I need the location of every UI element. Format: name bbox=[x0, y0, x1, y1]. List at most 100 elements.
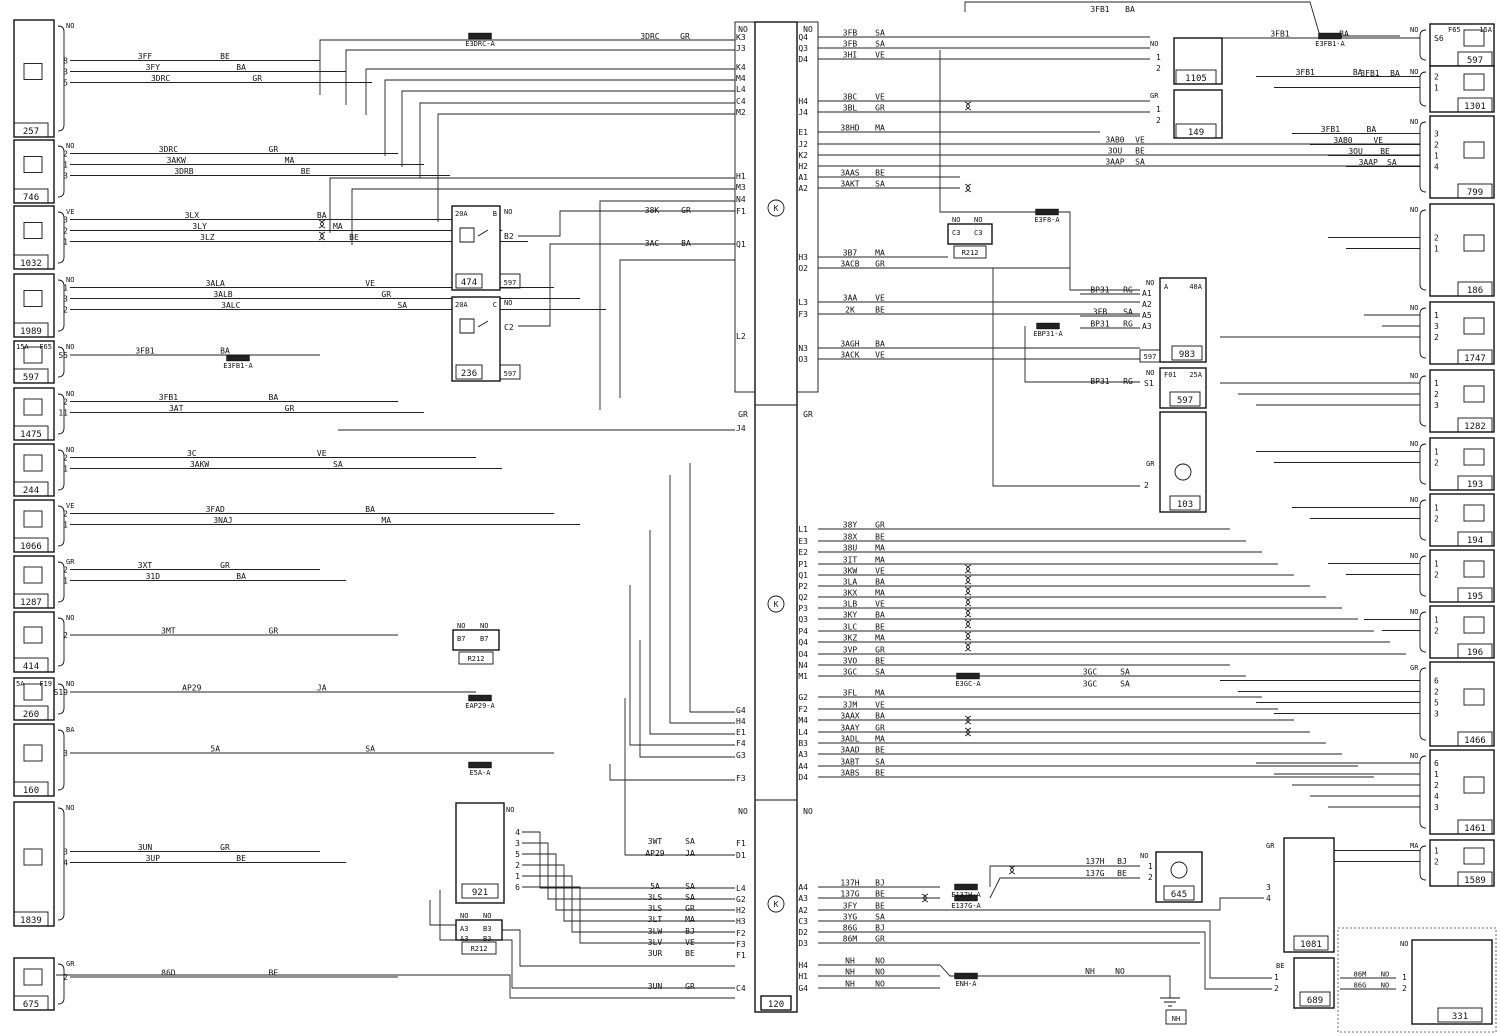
pin-number: 2 bbox=[1434, 234, 1439, 243]
component-id-box bbox=[13, 122, 49, 138]
connector-color: GR bbox=[66, 960, 75, 968]
connector-housing bbox=[57, 729, 65, 791]
component-id: 1081 bbox=[1300, 940, 1322, 950]
component-symbol bbox=[23, 968, 43, 986]
ecu-pin-right: P1 bbox=[798, 560, 808, 569]
component-id-box bbox=[1457, 731, 1493, 747]
wire-137H bbox=[989, 865, 1140, 887]
wire-code: 3C bbox=[187, 449, 197, 458]
wire-code: 3FB1 bbox=[159, 393, 178, 402]
r212-pin: B3 bbox=[483, 925, 491, 933]
wire-color: BE bbox=[875, 533, 885, 542]
component-id: 414 bbox=[23, 662, 39, 672]
ecu-120-id-box bbox=[760, 995, 792, 1011]
fuse-number: F65 bbox=[39, 343, 52, 351]
wire-color: BA bbox=[875, 611, 885, 620]
relay-symbol bbox=[459, 318, 489, 334]
routing-wire bbox=[609, 764, 735, 781]
twisted-pair-marker bbox=[318, 231, 326, 241]
pin-number: 1 bbox=[1434, 152, 1439, 161]
wire-code: 3ACB bbox=[840, 260, 859, 269]
component-597 bbox=[1429, 23, 1495, 67]
wire-color: SA bbox=[1135, 158, 1145, 167]
ground-id: NH bbox=[1172, 1015, 1180, 1023]
connector-color: GR bbox=[66, 558, 75, 566]
component-id-box bbox=[1457, 643, 1493, 659]
component-746 bbox=[13, 139, 55, 204]
wire-color: MA bbox=[875, 689, 885, 698]
wire-code: 3ADL bbox=[840, 735, 859, 744]
ecu-pin-right: L1 bbox=[798, 525, 808, 534]
component-id-box bbox=[13, 254, 49, 270]
connector-housing bbox=[57, 346, 65, 378]
component-symbol bbox=[23, 398, 43, 416]
wire-color: BE bbox=[1117, 869, 1127, 878]
pin-number: 2 bbox=[1434, 688, 1439, 697]
pin-number: 1 bbox=[1434, 84, 1439, 93]
wire-color: NO bbox=[875, 968, 885, 977]
connector-color: GR bbox=[1146, 460, 1155, 468]
wire-color: SA bbox=[397, 301, 407, 310]
ecu-k-letter: K bbox=[774, 204, 779, 213]
wire-code: 3LC bbox=[843, 623, 858, 632]
r212-connector bbox=[455, 919, 503, 941]
ecu-pin-left: D1 bbox=[736, 851, 746, 860]
ecu-pin-right: P3 bbox=[798, 604, 808, 613]
pin-number: 3 bbox=[1434, 401, 1439, 410]
component-257 bbox=[13, 19, 55, 138]
relay-rating: 40A bbox=[1189, 283, 1202, 291]
wire-3YG bbox=[1200, 897, 1264, 911]
wire-code: 3ALB bbox=[213, 290, 232, 299]
connector-housing bbox=[1419, 611, 1427, 653]
wire-color: MA bbox=[875, 589, 885, 598]
fuse-597 bbox=[1159, 367, 1207, 409]
wire-color: MA bbox=[875, 735, 885, 744]
component-id: 1475 bbox=[20, 430, 42, 440]
pin-number: 11 bbox=[58, 409, 68, 418]
component-symbol bbox=[23, 848, 43, 866]
wire-color: SA bbox=[1120, 668, 1130, 677]
wire-color: SA bbox=[875, 758, 885, 767]
wire-code: 3LW bbox=[648, 927, 663, 936]
component-id-box bbox=[13, 995, 49, 1011]
component-id: 1287 bbox=[20, 598, 42, 608]
wire-color: BJ bbox=[685, 927, 695, 936]
ecu-pin-right: A3 bbox=[798, 750, 808, 759]
relay-slot: C bbox=[493, 301, 497, 309]
wire-code: 3LT bbox=[648, 915, 663, 924]
wire-color: NO bbox=[1115, 967, 1125, 976]
component-id: 195 bbox=[1467, 592, 1483, 602]
wire-code: 3AT bbox=[169, 404, 184, 413]
component-103-symbol bbox=[1174, 463, 1192, 481]
relay-conn-id: 597 bbox=[504, 279, 517, 287]
r212-pin: A3 bbox=[460, 935, 468, 943]
wire-38K bbox=[518, 210, 735, 237]
wire-code: 3B7 bbox=[843, 249, 858, 258]
pin-number: 3 bbox=[1434, 803, 1439, 812]
wire-code: 3FY bbox=[146, 63, 161, 72]
relay-id-box bbox=[455, 364, 483, 380]
wire-color: BA bbox=[269, 393, 279, 402]
wire-color: VE bbox=[875, 294, 885, 303]
fuse-id: 597 bbox=[1177, 396, 1193, 406]
component-id-box bbox=[1163, 885, 1195, 901]
routing-wire bbox=[599, 200, 735, 410]
pin-number: 3 bbox=[63, 216, 68, 225]
ecu-pin-right: A4 bbox=[798, 883, 808, 892]
wire-color: GR bbox=[681, 206, 691, 215]
wire-code: 3KX bbox=[843, 589, 858, 598]
wire-code: 3KW bbox=[843, 567, 858, 576]
pin-number: 5 bbox=[515, 850, 520, 859]
relay-rating: 20A bbox=[455, 210, 468, 218]
wire-color: SA bbox=[875, 668, 885, 677]
ecu-pin-left: J4 bbox=[736, 424, 746, 433]
wire-code: 3UR bbox=[648, 949, 663, 958]
ecu-pin-left: F3 bbox=[736, 940, 746, 949]
component-symbol bbox=[23, 222, 43, 239]
r212-color: NO bbox=[457, 622, 465, 630]
twisted-pair-marker bbox=[964, 727, 972, 737]
wire-code: 3OU bbox=[1108, 147, 1123, 156]
wire-color: SA bbox=[365, 745, 375, 754]
wire-code: 3AB0 bbox=[1333, 136, 1352, 145]
ecu-pin-right: Q4 bbox=[798, 33, 808, 42]
